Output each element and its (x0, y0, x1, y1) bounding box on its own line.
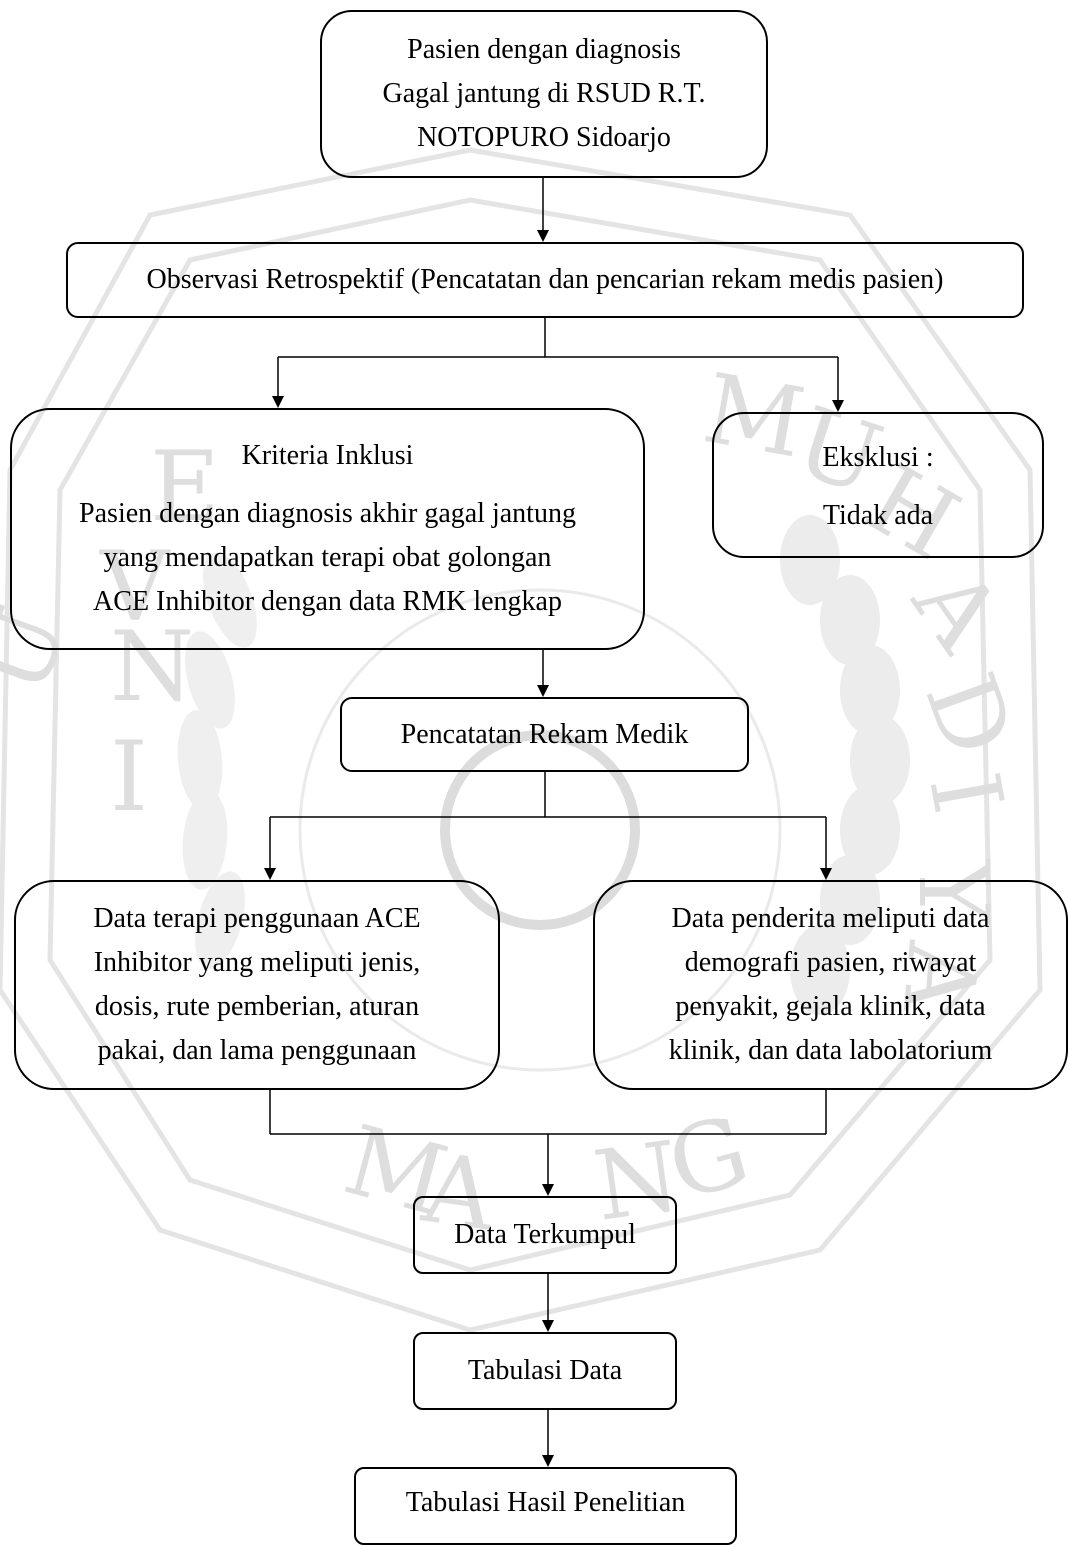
node-patient-data: Data penderita meliputi data demografi p… (593, 880, 1068, 1090)
watermark-sun-ring (298, 588, 782, 1072)
watermark-leaf-wreath (177, 552, 257, 969)
node-text-line: yang mendapatkan terapi obat golongan (103, 542, 552, 573)
node-text-line: Tabulasi Hasil Penelitian (405, 1487, 686, 1518)
node-text-line: pakai, dan lama penggunaan (97, 1035, 417, 1066)
svg-text:M: M (696, 352, 812, 479)
watermark-center-emblem (440, 730, 640, 930)
node-text-line: Inhibitor yang meliputi jenis, (93, 947, 421, 978)
node-text-line: Data penderita meliputi data (671, 903, 990, 934)
svg-text:N: N (588, 1120, 687, 1243)
node-data-collected: Data Terkumpul (413, 1196, 677, 1274)
node-data-tabulation: Tabulasi Data (413, 1332, 677, 1410)
node-text-line: Tidak ada (822, 500, 934, 531)
watermark-flower-wreath (780, 515, 910, 1015)
svg-text:I: I (110, 721, 148, 833)
node-text-line: ACE Inhibitor dengan data RMK lengkap (93, 586, 562, 617)
node-text-line: penyakit, gejala klinik, data (675, 991, 986, 1022)
node-text-line: klinik, dan data labolatorium (668, 1035, 993, 1066)
svg-text:N: N (110, 611, 194, 723)
node-text-line: NOTOPURO Sidoarjo (417, 122, 671, 153)
node-text-line: Pencatatan Rekam Medik (400, 718, 689, 750)
node-patients-heart-failure: Pasien dengan diagnosis Gagal jantung di… (320, 10, 768, 178)
node-text-line: Pasien dengan diagnosis (407, 34, 681, 65)
node-text-line: demografi pasien, riwayat (684, 947, 977, 978)
node-exclusion-criteria: Eksklusi : Tidak ada (712, 412, 1044, 558)
exclusion-title: Eksklusi : (822, 442, 934, 473)
node-text-line: Gagal jantung di RSUD R.T. (382, 78, 706, 109)
svg-text:V: V (99, 531, 171, 643)
node-text-line: dosis, rute pemberian, aturan (94, 991, 420, 1022)
node-text-line: Tabulasi Data (467, 1355, 623, 1386)
svg-text:A: A (416, 1132, 503, 1253)
node-retrospective-observation: Observasi Retrospektif (Pencatatan dan p… (66, 242, 1024, 318)
node-text-line: Data Terkumpul (454, 1219, 636, 1250)
svg-text:A: A (881, 937, 999, 1018)
svg-text:Y: Y (897, 858, 1009, 925)
node-inclusion-criteria: Kriteria Inklusi Pasien dengan diagnosis… (10, 408, 645, 650)
node-medical-record-recording: Pencatatan Rekam Medik (340, 697, 749, 772)
node-therapy-data: Data terapi penggunaan ACE Inhibitor yan… (14, 880, 500, 1090)
watermark-lettering: U N I V E M U H A D I Y A M A N G (0, 352, 1035, 1252)
node-text-line: Pasien dengan diagnosis akhir gagal jant… (79, 498, 576, 529)
inclusion-title: Kriteria Inklusi (241, 440, 414, 471)
watermark-outer-border (0, 147, 1043, 1333)
node-text-line: Data terapi penggunaan ACE (93, 903, 421, 934)
svg-text:E: E (150, 431, 220, 543)
node-results-tabulation: Tabulasi Hasil Penelitian (354, 1467, 737, 1545)
node-text-line: Observasi Retrospektif (Pencatatan dan p… (146, 264, 944, 295)
